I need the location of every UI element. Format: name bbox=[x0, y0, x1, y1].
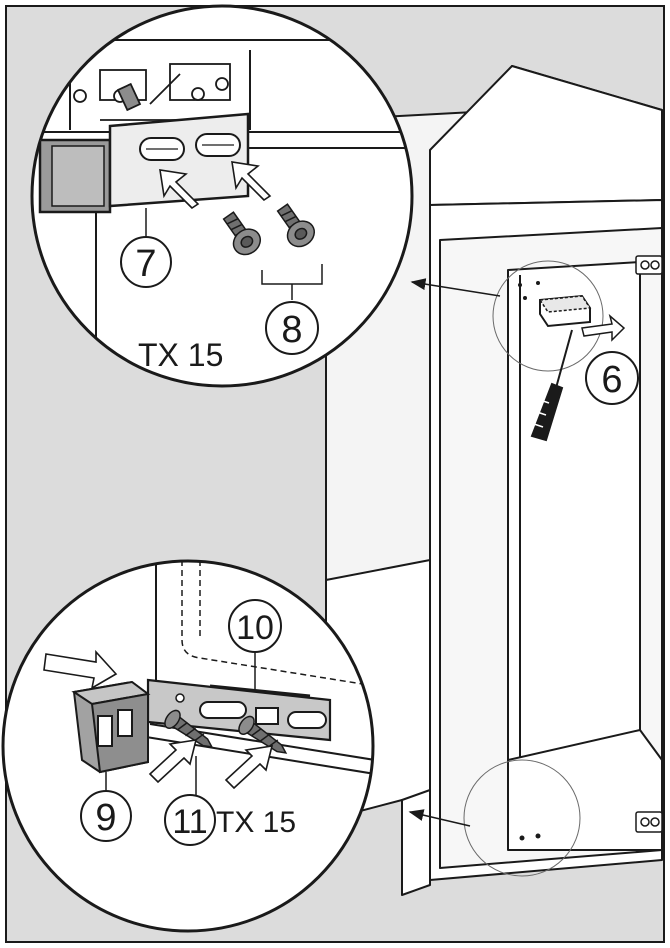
callout-8: 8 bbox=[265, 301, 319, 355]
insert-arrows bbox=[159, 161, 272, 210]
callout-11: 11 bbox=[164, 794, 216, 846]
tool-label-top: TX 15 bbox=[138, 337, 223, 373]
cabinet-plinth bbox=[401, 789, 431, 896]
pull-arrow bbox=[581, 313, 626, 342]
callout-10-label: 10 bbox=[236, 609, 274, 647]
detail-circle-top-ref bbox=[492, 260, 626, 442]
callout-11-label: 11 bbox=[172, 803, 207, 841]
slide-arrow bbox=[43, 649, 118, 690]
callout-7-label: 7 bbox=[135, 243, 156, 285]
cabinet-top-face bbox=[429, 65, 663, 206]
callout-10: 10 bbox=[228, 599, 282, 653]
cover-clip bbox=[71, 680, 151, 774]
detail-circle-bottom-ref bbox=[463, 759, 581, 877]
callout-7: 7 bbox=[120, 236, 172, 288]
screws-pair bbox=[222, 203, 316, 256]
callout-6-label: 6 bbox=[601, 359, 622, 401]
screwdriver bbox=[530, 329, 573, 442]
callout-9: 9 bbox=[80, 790, 132, 842]
mounting-plate bbox=[108, 112, 250, 208]
bottom-leaders bbox=[105, 650, 256, 798]
callout-9-label: 9 bbox=[95, 797, 116, 839]
bottom-holes bbox=[519, 833, 541, 841]
appliance-body bbox=[507, 261, 641, 813]
hinge-mechanism bbox=[73, 63, 246, 121]
bottom-insert-arrows bbox=[148, 739, 274, 790]
hinge-marks bbox=[635, 255, 663, 833]
top-leaders bbox=[145, 208, 323, 300]
bottom-bracket bbox=[146, 678, 332, 742]
detail-view-top: 7 8 TX 15 bbox=[30, 4, 414, 388]
callout-6: 6 bbox=[585, 351, 639, 405]
appliance-bottom-tray bbox=[507, 729, 663, 851]
bottom-screws bbox=[164, 709, 288, 754]
tool-label-bottom: TX 15 bbox=[216, 806, 296, 839]
detail-view-bottom: 10 9 11 TX 15 bbox=[1, 559, 375, 933]
dashed-outline bbox=[181, 561, 373, 691]
connector-lines bbox=[408, 278, 501, 827]
callout-8-label: 8 bbox=[281, 309, 302, 351]
